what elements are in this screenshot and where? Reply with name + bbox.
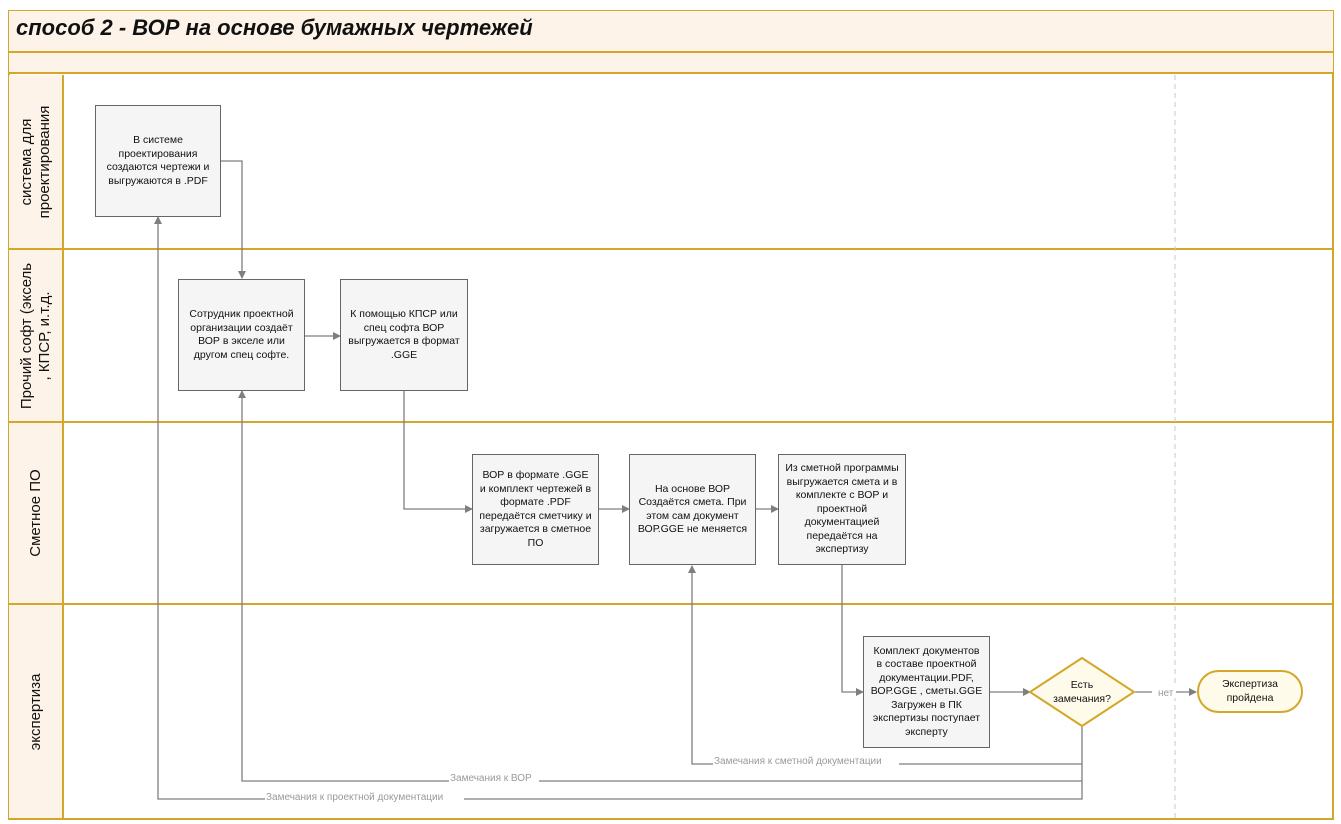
lane-label-other-software: Прочий софт (эксель, КПСР, и.т.д. (9, 250, 64, 421)
edge-label-design-remarks: Замечания к проектной документации (266, 792, 443, 803)
diagram-title: способ 2 - ВОР на основе бумажных чертеж… (16, 15, 533, 40)
process-export-gge: К помощью КПСР или спец софта ВОР выгруж… (340, 279, 468, 391)
process-transfer-to-estimator: ВОР в формате .GGE и комплект чертежей в… (472, 454, 599, 565)
process-text: На основе ВОР Создаётся смета. При этом … (637, 482, 748, 536)
lane-label-expertise: экспертиза (9, 605, 64, 818)
process-create-estimate: На основе ВОР Создаётся смета. При этом … (629, 454, 756, 565)
process-text: ВОР в формате .GGE и комплект чертежей в… (479, 469, 592, 549)
lane-divider (9, 603, 1333, 605)
terminal-text: Экспертиза пройдена (1222, 678, 1278, 704)
header-strip (9, 53, 1333, 74)
lane-divider (9, 248, 1333, 250)
process-create-drawings: В системе проектирования создаются черте… (95, 105, 221, 217)
edge-n1-to-n2 (221, 160, 246, 279)
decision-diamond (1028, 656, 1136, 728)
title-bar (9, 11, 1333, 53)
lane-divider (9, 421, 1333, 423)
process-text: К помощью КПСР или спец софта ВОР выгруж… (348, 308, 460, 361)
edge-label-smeta-remarks: Замечания к сметной документации (714, 756, 882, 767)
decision-label: Есть замечания? (1053, 679, 1111, 705)
process-text: Из сметной программы выгружается смета и… (785, 462, 899, 556)
process-create-vor: Сотрудник проектной организации создаёт … (178, 279, 305, 391)
edge-remarks-design (154, 216, 1083, 800)
lane-label-estimate-software: Сметное ПО (9, 423, 64, 603)
process-export-estimate: Из сметной программы выгружается смета и… (778, 454, 906, 565)
edge-label-vor-remarks: Замечания к ВОР (450, 773, 532, 784)
edge-n3-to-n4 (403, 391, 473, 513)
terminal-expertise-passed: Экспертиза пройдена (1197, 670, 1303, 713)
process-text: В системе проектирования создаются черте… (106, 134, 210, 187)
edge-remarks-vor (238, 390, 1083, 782)
process-text: Сотрудник проектной организации создаёт … (189, 308, 294, 361)
process-text: Комплект документов в составе проектной … (870, 644, 983, 738)
process-documents-to-expert: Комплект документов в составе проектной … (863, 636, 990, 748)
edge-n6-to-n7 (841, 565, 864, 696)
edge-label-no: нет (1158, 688, 1174, 699)
